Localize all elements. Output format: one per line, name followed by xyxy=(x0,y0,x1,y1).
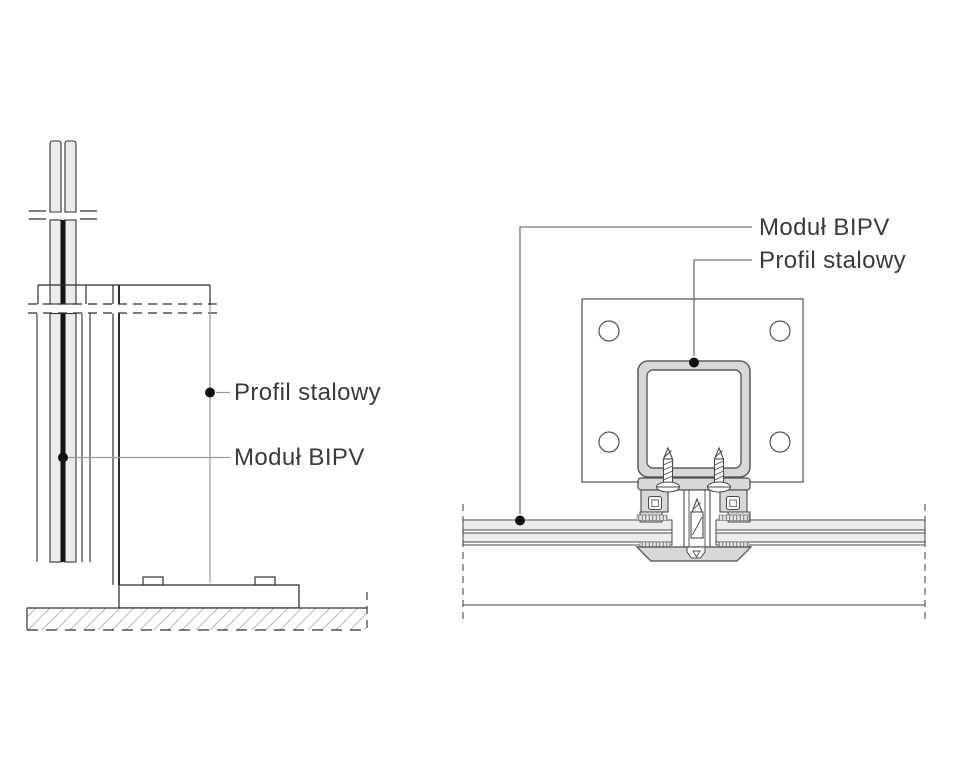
anchor-tab-right xyxy=(254,576,276,586)
cap-center-notch xyxy=(692,550,701,558)
glass-pane-outer-mid xyxy=(49,219,62,305)
plan-detail-view: Moduł BIPV Profil stalowy xyxy=(462,214,926,620)
bolt-hole-bottom-left xyxy=(598,431,620,453)
base-plate xyxy=(118,576,300,609)
break-marks xyxy=(29,210,97,220)
pv-interlayer-mid xyxy=(60,220,66,304)
glass-pane-outer-top xyxy=(49,140,62,213)
serrated-gasket-strips xyxy=(636,514,750,548)
leader-dot-profil-side xyxy=(205,387,215,398)
side-section-view: Profil stalowy Moduł BIPV xyxy=(26,140,381,631)
central-screw xyxy=(690,497,704,539)
bipv-module-side xyxy=(49,140,77,563)
leader-dot-modul-plan xyxy=(515,515,525,526)
bipv-module-plan xyxy=(462,519,926,546)
plan-view-leaders xyxy=(515,226,752,526)
pressure-clamp-assembly xyxy=(635,446,753,562)
module-cut-boundaries xyxy=(462,504,926,620)
steel-profile-side xyxy=(36,313,120,585)
label-profil-stalowy-side: Profil stalowy xyxy=(234,379,381,406)
leader-line-modul-plan xyxy=(519,226,752,514)
label-profil-stalowy-plan: Profil stalowy xyxy=(759,247,906,274)
clamp-hook-left xyxy=(640,489,669,513)
bolt-hole-top-right xyxy=(769,320,791,342)
top-bracket-structure xyxy=(37,284,211,305)
leader-dot-profil-plan xyxy=(689,357,699,368)
cover-cap xyxy=(635,546,753,562)
clamp-hook-right xyxy=(719,489,748,513)
self-drilling-screw-right xyxy=(706,446,732,493)
leader-line-profil-plan xyxy=(693,259,752,356)
datum-dashed-lines xyxy=(28,303,222,314)
concrete-slab xyxy=(26,592,368,631)
clamp-bar xyxy=(637,477,751,491)
glass-pane-outer-bottom xyxy=(49,312,62,563)
glass-pane-inner-bottom xyxy=(64,312,77,563)
glass-pane-inner-top xyxy=(64,140,77,213)
bolt-hole-bottom-right xyxy=(769,431,791,453)
steel-tube-profile xyxy=(637,360,751,478)
pv-interlayer-bottom xyxy=(60,313,66,562)
label-modul-bipv-plan: Moduł BIPV xyxy=(759,214,890,241)
side-view-leaders xyxy=(58,387,230,463)
glass-pane-inner-mid xyxy=(64,219,77,305)
anchor-tab-left xyxy=(142,576,164,586)
label-modul-bipv-side: Moduł BIPV xyxy=(234,444,365,471)
leader-dot-modul-side xyxy=(58,452,68,463)
bolt-hole-top-left xyxy=(598,320,620,342)
self-drilling-screw-left xyxy=(655,446,681,493)
